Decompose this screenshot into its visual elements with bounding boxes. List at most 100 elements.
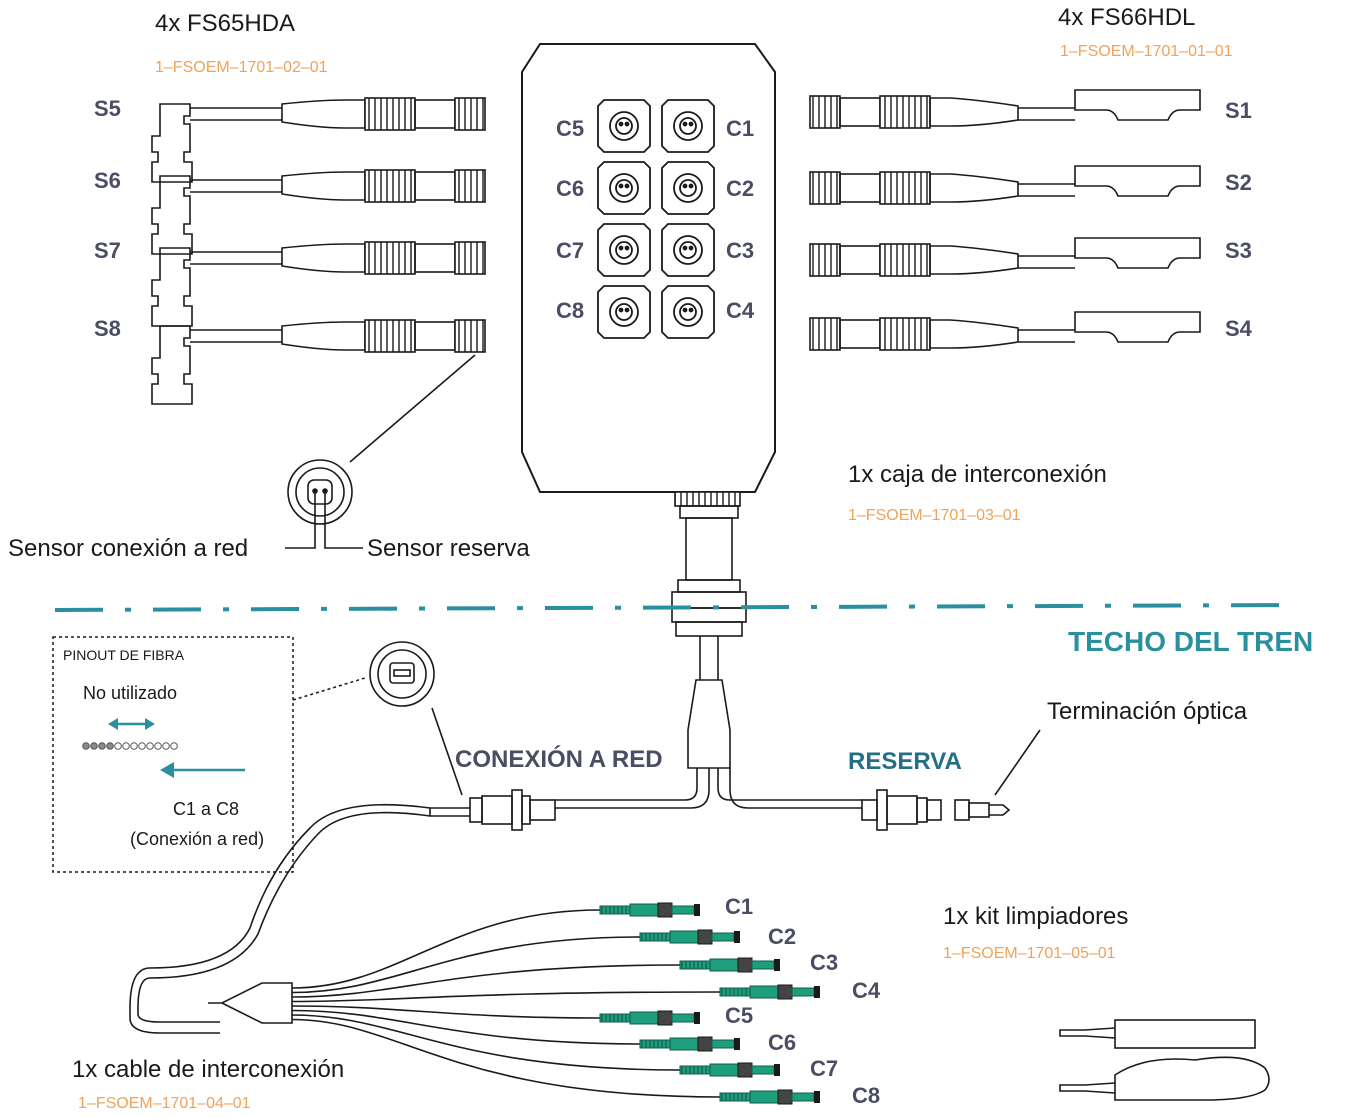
fiber-connector-ferrule: [711, 1039, 735, 1049]
mpo-connector-detail: [369, 641, 463, 796]
fiber-connector-body: [629, 903, 659, 917]
left-sensors-part-number: 1–FSOEM–1701–02–01: [155, 59, 328, 76]
fanout-fiber: [291, 909, 601, 989]
fiber-connector-body: [709, 958, 739, 972]
right-sensors-title: 4x FS66HDL: [1058, 4, 1196, 31]
sensor-label-s2: S2: [1225, 170, 1252, 195]
fiber-connector-tip: [814, 986, 820, 998]
sensor-label-s3: S3: [1225, 238, 1252, 263]
box-part-number: 1–FSOEM–1701–03–01: [848, 507, 1021, 524]
roof-line: [54, 603, 1301, 612]
fiber-boot: [639, 932, 671, 942]
sensor-s6: [151, 169, 486, 255]
pinout-title: PINOUT DE FIBRA: [63, 647, 185, 663]
fiber-boot: [679, 1065, 711, 1075]
pinout-channels-label: C1 a C8: [173, 799, 240, 819]
sensors-right: [809, 89, 1201, 351]
cleaning-kit-title: 1x kit limpiadores: [943, 903, 1129, 930]
network-connection-label: CONEXIÓN A RED: [455, 746, 663, 773]
fiber-connector-nut: [657, 1010, 673, 1026]
fan-label-c6: C6: [768, 1030, 797, 1055]
fiber-connector-nut: [737, 1062, 753, 1078]
sensor-s3: [809, 237, 1201, 277]
sensor-s1: [809, 89, 1201, 129]
box-label-c6: C6: [556, 176, 585, 201]
sensor-s8: [151, 319, 486, 405]
fan-label-c5: C5: [725, 1003, 754, 1028]
right-sensors-part-number: 1–FSOEM–1701–01–01: [1060, 43, 1233, 60]
cable-title: 1x cable de interconexión: [72, 1056, 345, 1083]
sensor-label-s5: S5: [94, 96, 121, 121]
sensor-label-s4: S4: [1225, 316, 1252, 341]
fiber-connector-nut: [657, 902, 673, 918]
fiber-dot-unused: [122, 742, 130, 750]
sensor-label-s6: S6: [94, 168, 121, 193]
fan-label-c1: C1: [725, 894, 754, 919]
fanout-fiber: [291, 964, 681, 998]
sensor-s4: [809, 311, 1201, 351]
fiber-dot-unused: [170, 742, 178, 750]
fanout-fiber: [291, 1005, 601, 1019]
fanout-fiber: [291, 1018, 721, 1098]
fiber-dot-unused: [154, 742, 162, 750]
fan-label-c8: C8: [852, 1083, 881, 1108]
main-cable: [129, 729, 1041, 1034]
fiber-dot-unused: [146, 742, 154, 750]
box-label-c8: C8: [556, 298, 585, 323]
fiber-dots: [82, 742, 178, 750]
fiber-dot-used: [98, 742, 106, 750]
pinout-channels-note: (Conexión a red): [130, 829, 265, 849]
fiber-connector-ferrule: [671, 1013, 695, 1023]
fan-label-c7: C7: [810, 1056, 839, 1081]
cable-part-number: 1–FSOEM–1701–04–01: [78, 1095, 251, 1112]
box-title: 1x caja de interconexión: [848, 461, 1107, 488]
sensor-label-s8: S8: [94, 316, 121, 341]
fan-label-c2: C2: [768, 924, 797, 949]
sensor-s7: [151, 241, 486, 327]
spare-label: RESERVA: [848, 748, 962, 775]
fan-label-c3: C3: [810, 950, 839, 975]
fiber-connector-nut: [697, 1036, 713, 1052]
fiber-connector-body: [709, 1063, 739, 1077]
cleaning-kit: [1059, 1019, 1270, 1101]
fanout-fiber: [291, 991, 721, 1003]
sensor-s2: [809, 165, 1201, 205]
box-label-c2: C2: [726, 176, 755, 201]
fiber-dot-unused: [114, 742, 122, 750]
interconnection-box: [521, 43, 776, 769]
box-label-c4: C4: [726, 298, 755, 323]
pinout-unused-label: No utilizado: [83, 683, 178, 703]
fiber-connector-tip: [774, 1064, 780, 1076]
sensor-spare-label: Sensor reserva: [367, 535, 530, 562]
fiber-boot: [719, 1092, 751, 1102]
fiber-boot: [599, 905, 631, 915]
box-label-c3: C3: [726, 238, 755, 263]
fiber-connector-tip: [734, 931, 740, 943]
fiber-dot-used: [106, 742, 114, 750]
fiber-dot-unused: [162, 742, 170, 750]
fiber-connector-nut: [777, 984, 793, 1000]
train-roof-label: TECHO DEL TREN: [1068, 626, 1314, 657]
fiber-connector-nut: [777, 1089, 793, 1105]
fiber-boot: [599, 1013, 631, 1023]
fanout-fibers: [291, 902, 820, 1105]
fanout-fiber: [291, 1009, 641, 1045]
sensors-left: [151, 97, 486, 405]
fiber-connector-ferrule: [791, 1092, 815, 1102]
fanout-fiber: [291, 936, 641, 994]
cleaning-kit-part-number: 1–FSOEM–1701–05–01: [943, 945, 1116, 962]
optical-termination-label: Terminación óptica: [1047, 698, 1248, 725]
fiber-boot: [639, 1039, 671, 1049]
fiber-connector-body: [669, 1037, 699, 1051]
fiber-boot: [679, 960, 711, 970]
fiber-connector-ferrule: [751, 1065, 775, 1075]
fiber-connector-body: [749, 1090, 779, 1104]
fiber-connector-nut: [697, 929, 713, 945]
pinout-box: [52, 636, 366, 873]
box-label-c7: C7: [556, 238, 585, 263]
box-label-c5: C5: [556, 116, 585, 141]
fan-label-c4: C4: [852, 978, 881, 1003]
fiber-connector-tip: [694, 1012, 700, 1024]
